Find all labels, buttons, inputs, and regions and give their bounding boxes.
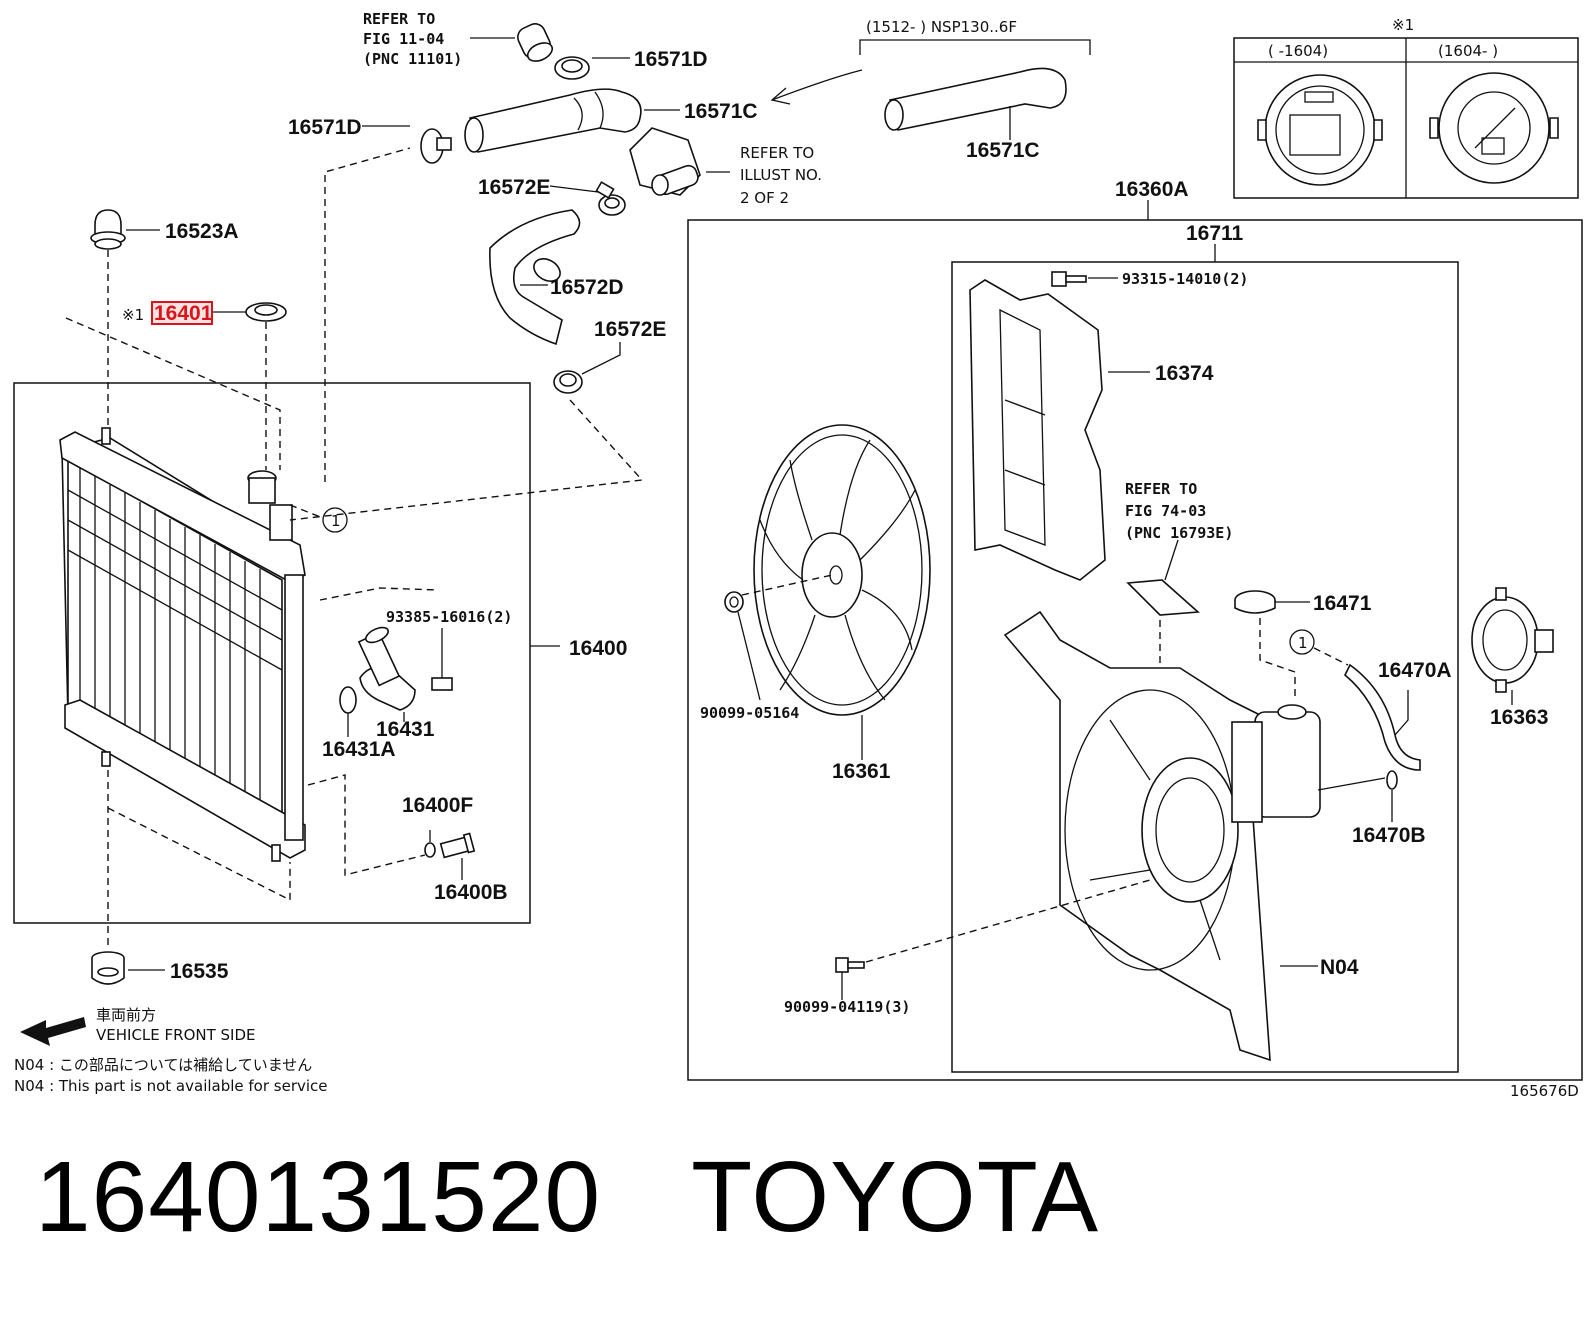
label-16400B: 16400B [434, 881, 508, 904]
ref-circle-1-left-label: 1 [331, 512, 341, 530]
label-16431A: 16431A [322, 738, 396, 761]
radiator-illustration [59, 427, 306, 862]
part-16535-mount[interactable] [91, 951, 125, 985]
label-16571C-right: 16571C [966, 139, 1040, 162]
label-16360A: 16360A [1115, 178, 1189, 201]
vehicle-front-jp: 車両前方 [96, 1006, 156, 1024]
footer-part-number: 1640131520 [35, 1141, 602, 1253]
label-16400: 16400 [569, 637, 627, 660]
label-16471: 16471 [1313, 592, 1372, 615]
label-16470B: 16470B [1352, 824, 1426, 847]
part-16572D-hose[interactable] [489, 209, 581, 346]
shroud-box-16711 [951, 261, 1459, 1073]
part-16571D-clamp-left[interactable] [420, 128, 452, 164]
refer-fig-74-line1: REFER TO [1125, 480, 1197, 498]
part-16572E-clamp-top[interactable] [595, 181, 626, 216]
label-16572E-top: 16572E [478, 176, 550, 199]
ref-circle-1-right [1289, 629, 1315, 655]
part-16363-motor[interactable] [1471, 587, 1554, 693]
part-93385-bolt[interactable] [431, 640, 453, 691]
label-16363: 16363 [1490, 706, 1548, 729]
label-16535: 16535 [170, 960, 229, 983]
part-16431-outlet[interactable] [357, 624, 416, 711]
nsp-bracket [859, 39, 1091, 55]
label-90099-05164: 90099-05164 [700, 704, 799, 722]
highlight-16401 [151, 301, 213, 325]
label-16571C-left: 16571C [684, 100, 758, 123]
label-16401[interactable]: 16401 [154, 302, 213, 325]
label-16431: 16431 [376, 718, 435, 741]
part-16431A-oring[interactable] [339, 686, 357, 714]
label-16470A: 16470A [1378, 659, 1452, 682]
label-16572D: 16572D [550, 276, 624, 299]
inset-mark: ※1 [1392, 16, 1414, 34]
label-93385: 93385-16016(2) [386, 608, 512, 626]
part-16400B-drain-cock[interactable] [439, 832, 476, 859]
footer-brand: TOYOTA [691, 1141, 1100, 1253]
refer-fig-11-line2: FIG 11-04 [363, 30, 444, 48]
label-90099-04119: 90099-04119(3) [784, 998, 910, 1016]
vehicle-front-en: VEHICLE FRONT SIDE [96, 1026, 256, 1044]
label-N04: N04 [1320, 956, 1359, 979]
part-16401-gasket[interactable] [245, 302, 287, 322]
refer-fig-11-line3: (PNC 11101) [363, 50, 462, 68]
note-n04-jp: N04 : この部品については補給していません [14, 1056, 312, 1074]
footer-part-title: 1640131520 TOYOTA [35, 1140, 1189, 1255]
part-16571C-hose[interactable] [464, 88, 642, 153]
part-16470B-clip[interactable] [1386, 770, 1398, 790]
vehicle-front-arrow-icon [20, 1017, 86, 1046]
inset-col1-header: ( -1604) [1268, 42, 1328, 60]
refer-illust-line1: REFER TO [740, 144, 814, 162]
label-16711: 16711 [1186, 222, 1244, 245]
radiator-box [13, 382, 531, 924]
part-16571D-clamp-top[interactable] [554, 56, 590, 80]
label-16400F: 16400F [402, 794, 473, 817]
label-16523A: 16523A [165, 220, 239, 243]
label-16361: 16361 [832, 760, 891, 783]
inset-col2-header: (1604- ) [1438, 42, 1498, 60]
nsp-range-label: (1512- ) NSP130..6F [866, 18, 1017, 36]
fan-assembly-box-16360A [687, 219, 1583, 1081]
refer-fig-11-line1: REFER TO [363, 10, 435, 28]
ref-circle-1-right-label: 1 [1298, 634, 1308, 652]
part-16374-panel[interactable] [969, 279, 1106, 581]
direction-arrow [771, 69, 863, 101]
label-16571D-top: 16571D [634, 48, 708, 71]
part-N04-shroud[interactable] [1003, 610, 1271, 1062]
part-reservoir-tank [1231, 704, 1321, 823]
refer-fig-74-line3: (PNC 16793E) [1125, 524, 1233, 542]
part-16361-fan[interactable] [753, 424, 931, 716]
refer-fig-74-line2: FIG 74-03 [1125, 502, 1206, 520]
part-90099-04119-screw[interactable] [835, 957, 865, 973]
part-16572E-clamp-bottom[interactable] [553, 370, 583, 394]
part-16571C-hose-alt[interactable] [884, 67, 1067, 131]
part-water-outlet-housing [629, 127, 701, 196]
radiator-cap-inset [1233, 37, 1579, 199]
ref-circle-1-left [322, 507, 348, 533]
part-16523A-mount[interactable] [90, 209, 126, 250]
part-fig11-hose-end [517, 23, 554, 62]
figure-code: 165676D [1510, 1082, 1579, 1100]
part-16471-reservoir-cap[interactable] [1234, 590, 1276, 614]
label-16572E-bottom: 16572E [594, 318, 666, 341]
refer-illust-line3: 2 OF 2 [740, 189, 789, 207]
part-90099-05164-nut[interactable] [724, 591, 744, 613]
label-16571D-left: 16571D [288, 116, 362, 139]
part-16793E-pad [1126, 579, 1200, 616]
note-n04-en: N04 : This part is not available for ser… [14, 1077, 328, 1095]
label-93315: 93315-14010(2) [1122, 270, 1248, 288]
label-16401-prefix: ※1 [122, 306, 144, 324]
part-93315-bolt[interactable] [1051, 271, 1087, 287]
label-16374: 16374 [1155, 362, 1214, 385]
part-16400F-oring[interactable] [424, 842, 436, 858]
part-16470A-hose[interactable] [1344, 663, 1421, 771]
refer-illust-line2: ILLUST NO. [740, 166, 822, 184]
